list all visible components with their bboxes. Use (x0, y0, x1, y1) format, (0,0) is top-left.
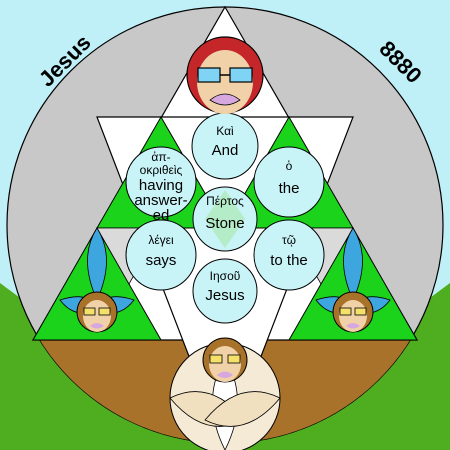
word-circle-to (253, 219, 325, 291)
english-word-to-the: to the (270, 252, 308, 269)
english-word-says: says (146, 252, 177, 269)
word-circle-iesou (192, 258, 258, 324)
english-word-answered-2: ed (153, 207, 170, 224)
greek-word-apokritheis-2: οκριθεὶς (140, 163, 183, 177)
greek-word-petros: Πέρτος (206, 194, 244, 208)
face-icon (186, 36, 264, 114)
english-word-and: And (212, 142, 239, 159)
word-circle-legei (125, 219, 197, 291)
english-word-stone: Stone (205, 215, 244, 232)
greek-word-kai: Καὶ (216, 124, 234, 138)
word-circle-apokritheis (125, 146, 197, 218)
face-icon (332, 291, 374, 333)
greek-word-iesou: Ιησοῦ (210, 269, 241, 283)
face-icon (202, 337, 248, 383)
greek-word-legei: λέγει (148, 233, 174, 247)
greek-word-to: τῷ (282, 233, 296, 247)
english-word-the: the (279, 180, 300, 197)
bottom-leaf-pattern (170, 357, 280, 450)
english-word-answered-1: answer- (134, 192, 187, 209)
center-star-pattern (205, 190, 245, 248)
word-circle-ho (253, 146, 325, 218)
face-icon (76, 291, 118, 333)
greek-word-apokritheis-1: ἀπ- (151, 150, 170, 164)
english-word-having: having (139, 177, 183, 194)
greek-word-ho: ὁ (286, 159, 293, 173)
english-word-jesus: Jesus (205, 287, 244, 304)
